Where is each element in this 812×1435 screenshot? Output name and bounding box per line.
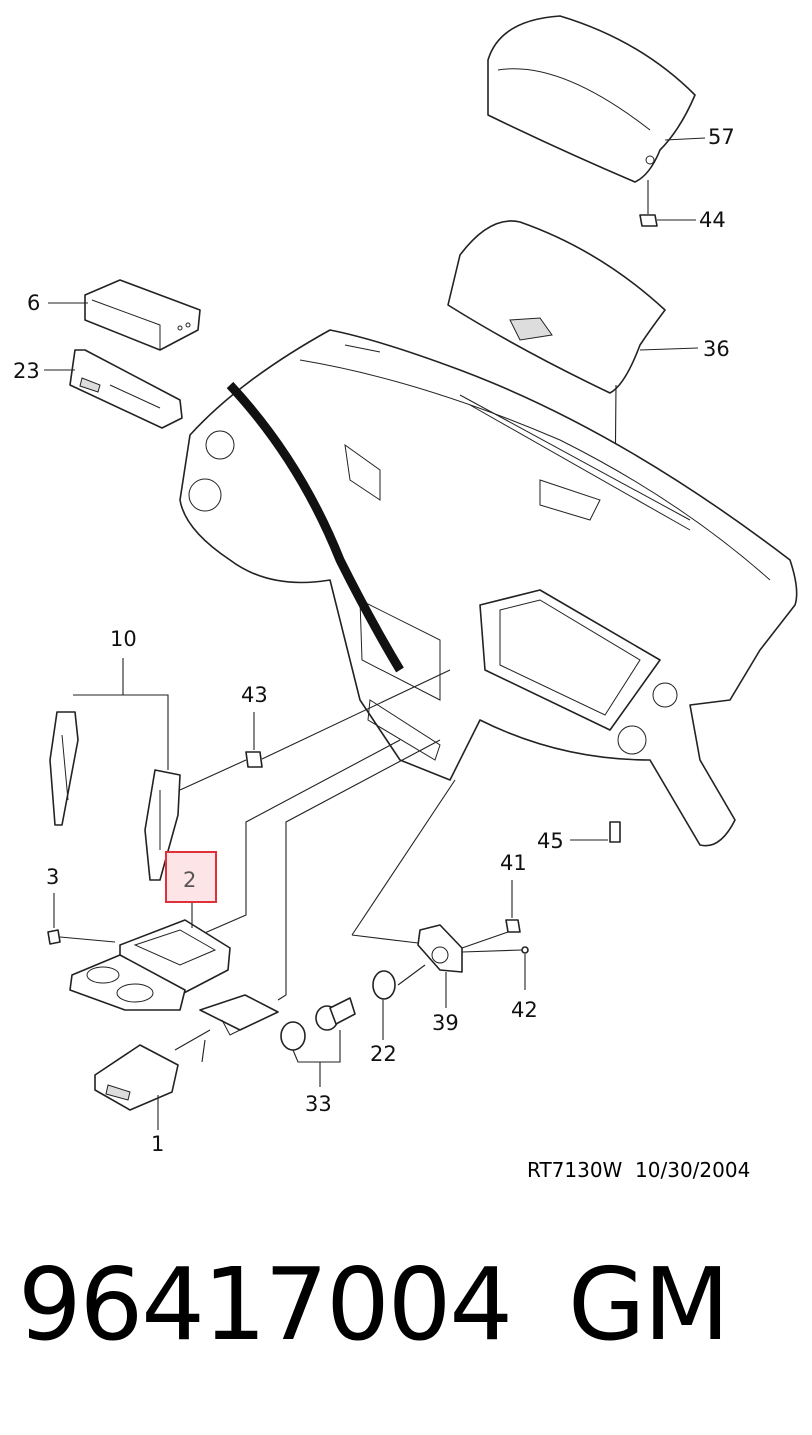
part-23-faceplate xyxy=(69,349,183,429)
part-22-ring xyxy=(372,964,426,1040)
brand-name: GM xyxy=(568,1246,730,1363)
part-33-lighter xyxy=(280,997,356,1087)
callout-23: 23 xyxy=(13,359,40,383)
parts-diagram: 57 44 6 36 23 10 43 45 3 2 41 42 39 22 3… xyxy=(13,15,798,1156)
part-10-side-trims xyxy=(49,658,181,881)
part-39-housing xyxy=(351,779,463,1008)
part-57-lid xyxy=(487,15,696,183)
leader-2-panel xyxy=(199,739,401,936)
part-41-clip xyxy=(461,880,521,949)
highlight-box-2 xyxy=(165,851,217,903)
callout-3: 3 xyxy=(46,865,59,889)
part-43-clip xyxy=(179,669,451,791)
callout-36: 36 xyxy=(703,337,730,361)
callout-44: 44 xyxy=(699,208,726,232)
leader-57 xyxy=(664,137,706,141)
leader-36 xyxy=(639,347,699,351)
callout-57: 57 xyxy=(708,125,735,149)
part-45-screw xyxy=(570,821,621,843)
part-1-ashtray xyxy=(94,1044,179,1130)
callout-1: 1 xyxy=(151,1132,164,1156)
wiring-harness xyxy=(226,381,404,673)
callout-39: 39 xyxy=(432,1011,459,1035)
callout-10: 10 xyxy=(110,627,137,651)
part-42-screw xyxy=(461,946,529,990)
callout-42: 42 xyxy=(511,998,538,1022)
callout-2: 2 xyxy=(183,868,196,892)
part-6-bracket xyxy=(84,279,201,351)
callout-22: 22 xyxy=(370,1042,397,1066)
callout-45: 45 xyxy=(537,829,564,853)
part-2-console xyxy=(69,900,231,1011)
part-3-screw xyxy=(47,893,116,945)
callout-41: 41 xyxy=(500,851,527,875)
bracket xyxy=(174,739,441,1063)
drawing-reference: RT7130W 10/30/2004 xyxy=(527,1158,751,1182)
callout-43: 43 xyxy=(241,683,268,707)
instrument-panel xyxy=(179,329,798,847)
part-44-clip xyxy=(639,180,658,227)
callout-6: 6 xyxy=(27,291,40,315)
callout-33: 33 xyxy=(305,1092,332,1116)
part-number: 96417004 xyxy=(18,1246,513,1363)
